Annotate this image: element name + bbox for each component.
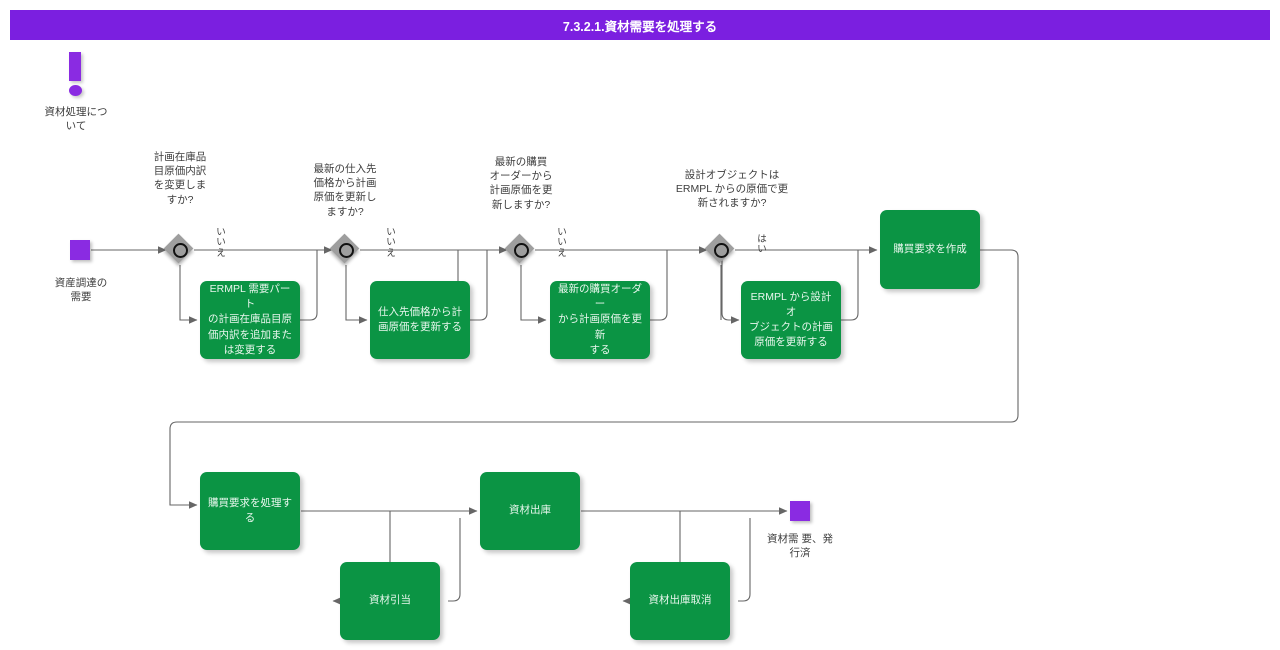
gateway-gw4-out-label: は い [757,234,767,256]
task-t1[interactable]: ERMPL 需要パート の計画在庫品目原 価内訳を追加また は変更する [200,281,300,359]
end-event-label: 資材需 要、発 行済 [767,533,833,560]
gateway-circle-icon [514,243,529,258]
exclamation-icon [69,52,81,81]
exclamation-dot-icon [69,85,82,96]
annotation-label: 資材処理につ いて [44,106,108,133]
start-event-label: 資産調達の 需要 [54,277,108,304]
task-t7[interactable]: 資材引当 [340,562,440,640]
gateway-gw3-out-label: い い え [557,227,567,259]
gateway-gw2-label: 最新の仕入先 価格から計画 原価を更新し ますか? [313,163,377,218]
task-t5[interactable]: 購買要求を作成 [880,210,980,289]
gateway-gw4-label: 設計オブジェクトは ERMPL からの原価で更 新されますか? [675,169,789,210]
task-t4[interactable]: ERMPL から設計オ ブジェクトの計画 原価を更新する [741,281,841,359]
gateway-gw1[interactable] [163,233,195,265]
gateway-gw3[interactable] [504,233,536,265]
gateway-circle-icon [714,243,729,258]
gateway-gw3-label: 最新の購買 オーダーから 計画原価を更 新しますか? [489,156,553,211]
gateway-circle-icon [173,243,188,258]
start-event[interactable] [70,240,90,260]
gateway-circle-icon [339,243,354,258]
task-t2[interactable]: 仕入先価格から計 画原価を更新する [370,281,470,359]
task-t6[interactable]: 購買要求を処理す る [200,472,300,550]
end-event[interactable] [790,501,810,521]
task-t9[interactable]: 資材出庫取消 [630,562,730,640]
task-t8[interactable]: 資材出庫 [480,472,580,550]
page-title: 7.3.2.1.資材需要を処理する [10,10,1270,40]
gateway-gw1-out-label: い い え [216,227,226,259]
gateway-gw2[interactable] [329,233,361,265]
task-t3[interactable]: 最新の購買オーダー から計画原価を更新 する [550,281,650,359]
gateway-gw1-label: 計画在庫品 目原価内訳 を変更しま すか? [153,151,207,206]
gateway-gw2-out-label: い い え [386,227,396,259]
gateway-gw4[interactable] [704,233,736,265]
